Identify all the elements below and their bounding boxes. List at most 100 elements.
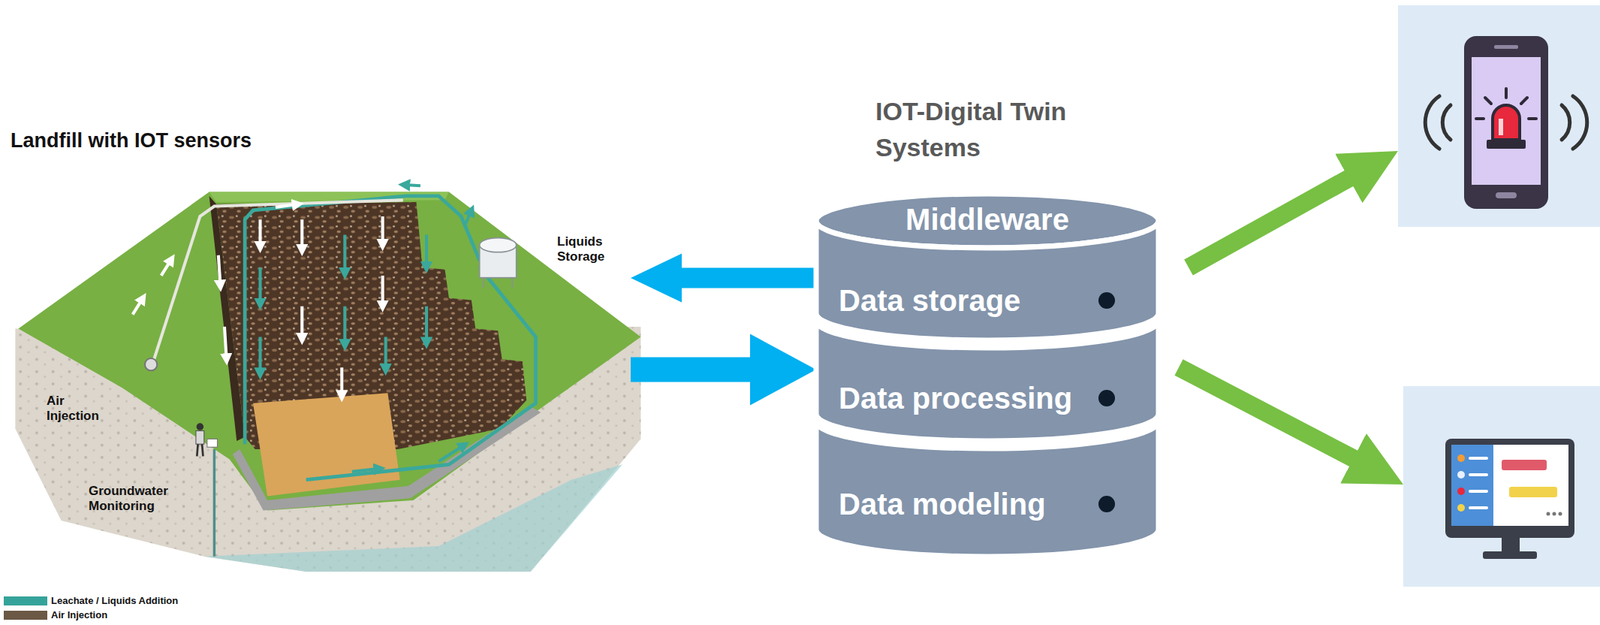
part-label: Air Injection — [46, 393, 109, 423]
worker-figure — [201, 443, 203, 456]
monitor-dashboard-icon — [1470, 489, 1487, 493]
data-flow-arrow — [630, 334, 817, 406]
legend-swatch — [3, 596, 48, 606]
phone-alert-icon — [1425, 96, 1588, 149]
cylinder-band-shape — [816, 320, 1159, 441]
monitor-dashboard-icon — [1445, 438, 1575, 538]
label-holder: Liquids Storage — [557, 234, 616, 264]
layer-dot — [1098, 495, 1115, 513]
part-label: Liquids Storage — [557, 234, 616, 264]
monitor-dashboard-icon — [1451, 444, 1494, 526]
waste-flow-arrow — [340, 367, 344, 396]
legend-swatch — [3, 610, 48, 620]
legend-row: Air Injection — [3, 608, 108, 621]
leachate-pipe — [244, 195, 480, 444]
monitoring-well — [213, 448, 216, 557]
monitor-dashboard-icon — [1451, 444, 1569, 526]
cut-wall — [209, 195, 246, 441]
waste-flow-arrow — [300, 306, 304, 339]
cylinder-layer: Data storage — [816, 220, 1159, 341]
part-label: Groundwater Monitoring — [88, 483, 190, 513]
section-heading: IOT-Digital Twin Systems — [875, 93, 1109, 166]
legend-row: Leachate / Liquids Addition — [3, 594, 178, 607]
leachate-pipe — [244, 195, 536, 480]
phone-alert-icon — [1498, 118, 1504, 136]
worker-figure — [207, 438, 218, 447]
phone-alert-icon — [1464, 36, 1549, 209]
data-flow-arrow — [630, 253, 817, 303]
leachate-flow-arrow — [424, 235, 428, 268]
legend-text: Leachate / Liquids Addition — [51, 594, 178, 607]
alert-panel — [1398, 5, 1600, 227]
monitor-dashboard-icon — [1509, 486, 1558, 498]
storage-tank — [482, 277, 485, 289]
cylinder-layer: Data modeling — [816, 421, 1159, 557]
cylinder-band-shape — [816, 421, 1159, 557]
monitor-dashboard-icon — [1457, 470, 1465, 479]
waste-flow-arrow — [381, 275, 385, 307]
phone-alert-icon — [1492, 105, 1520, 140]
phone-alert-icon — [1476, 117, 1484, 121]
layer-label: Data storage — [838, 283, 1021, 318]
phone-alert-icon — [1425, 96, 1440, 149]
cylinder-shape — [816, 220, 1159, 341]
monitor-dashboard-icon — [1470, 473, 1487, 477]
monitor-dashboard-icon — [1470, 506, 1487, 510]
storage-tank — [479, 238, 517, 289]
leachate-flow-arrow — [384, 336, 388, 369]
phone-alert-icon — [1425, 36, 1588, 209]
worker-figure — [195, 430, 205, 444]
leachate-flow-arrow — [260, 184, 472, 472]
monitor-dashboard-icon — [1457, 487, 1465, 495]
monitor-dashboard-icon — [1552, 512, 1557, 516]
landfill-illustration — [15, 184, 641, 572]
digital-twin-stack: IOT-Digital Twin SystemsMiddlewareData s… — [816, 193, 1159, 557]
waste-flow-arrow — [161, 259, 172, 276]
leachate-flow-arrow — [403, 184, 421, 186]
waste-flow-arrow — [218, 255, 221, 287]
air-pump — [144, 358, 157, 371]
dashboard-panel — [1403, 385, 1600, 587]
leachate-flow-arrow — [343, 235, 347, 275]
sand-layer — [253, 392, 401, 496]
section-heading: Landfill with IOT sensors — [10, 129, 252, 153]
worker-figure — [196, 422, 205, 431]
monitor-dashboard-icon — [1546, 512, 1551, 516]
layer-dot — [1098, 389, 1115, 407]
leachate-flow-arrow — [343, 306, 347, 346]
leachate-flow-arrow — [438, 445, 465, 462]
leachate-flow-arrow — [259, 267, 263, 305]
waste-flow-arrow — [259, 219, 263, 248]
monitor-dashboard-icon — [1445, 438, 1575, 559]
monitor-dashboard-icon — [1501, 537, 1520, 552]
waste-flow-arrow — [381, 216, 385, 245]
storage-tank — [479, 238, 517, 253]
output-arrow — [1178, 172, 1364, 464]
output-arrow — [1178, 367, 1364, 464]
phone-alert-icon — [1572, 96, 1588, 149]
layer-dot — [1098, 292, 1115, 309]
phone-alert-icon — [1476, 88, 1537, 119]
storage-tank — [511, 277, 513, 289]
monitor-dashboard-icon — [1558, 512, 1563, 516]
phone-alert-icon — [1521, 97, 1528, 104]
monitor-dashboard-icon — [1457, 503, 1465, 512]
monitor-dashboard-icon — [1470, 458, 1487, 508]
phone-alert-icon — [1485, 97, 1492, 104]
label-holder: Groundwater Monitoring — [88, 483, 190, 513]
waste-flow-arrow — [132, 298, 144, 315]
grass-cover — [18, 191, 641, 510]
monitor-dashboard-icon — [1482, 551, 1537, 559]
phone-alert-icon — [1442, 105, 1451, 140]
phone-alert-icon — [1504, 88, 1508, 98]
cylinder-layer: Data processing — [816, 320, 1159, 441]
monitor-dashboard-icon — [1501, 459, 1547, 471]
output-arrow — [1188, 172, 1359, 268]
phone-alert-icon — [1561, 105, 1570, 140]
leachate-pipe — [306, 267, 537, 480]
